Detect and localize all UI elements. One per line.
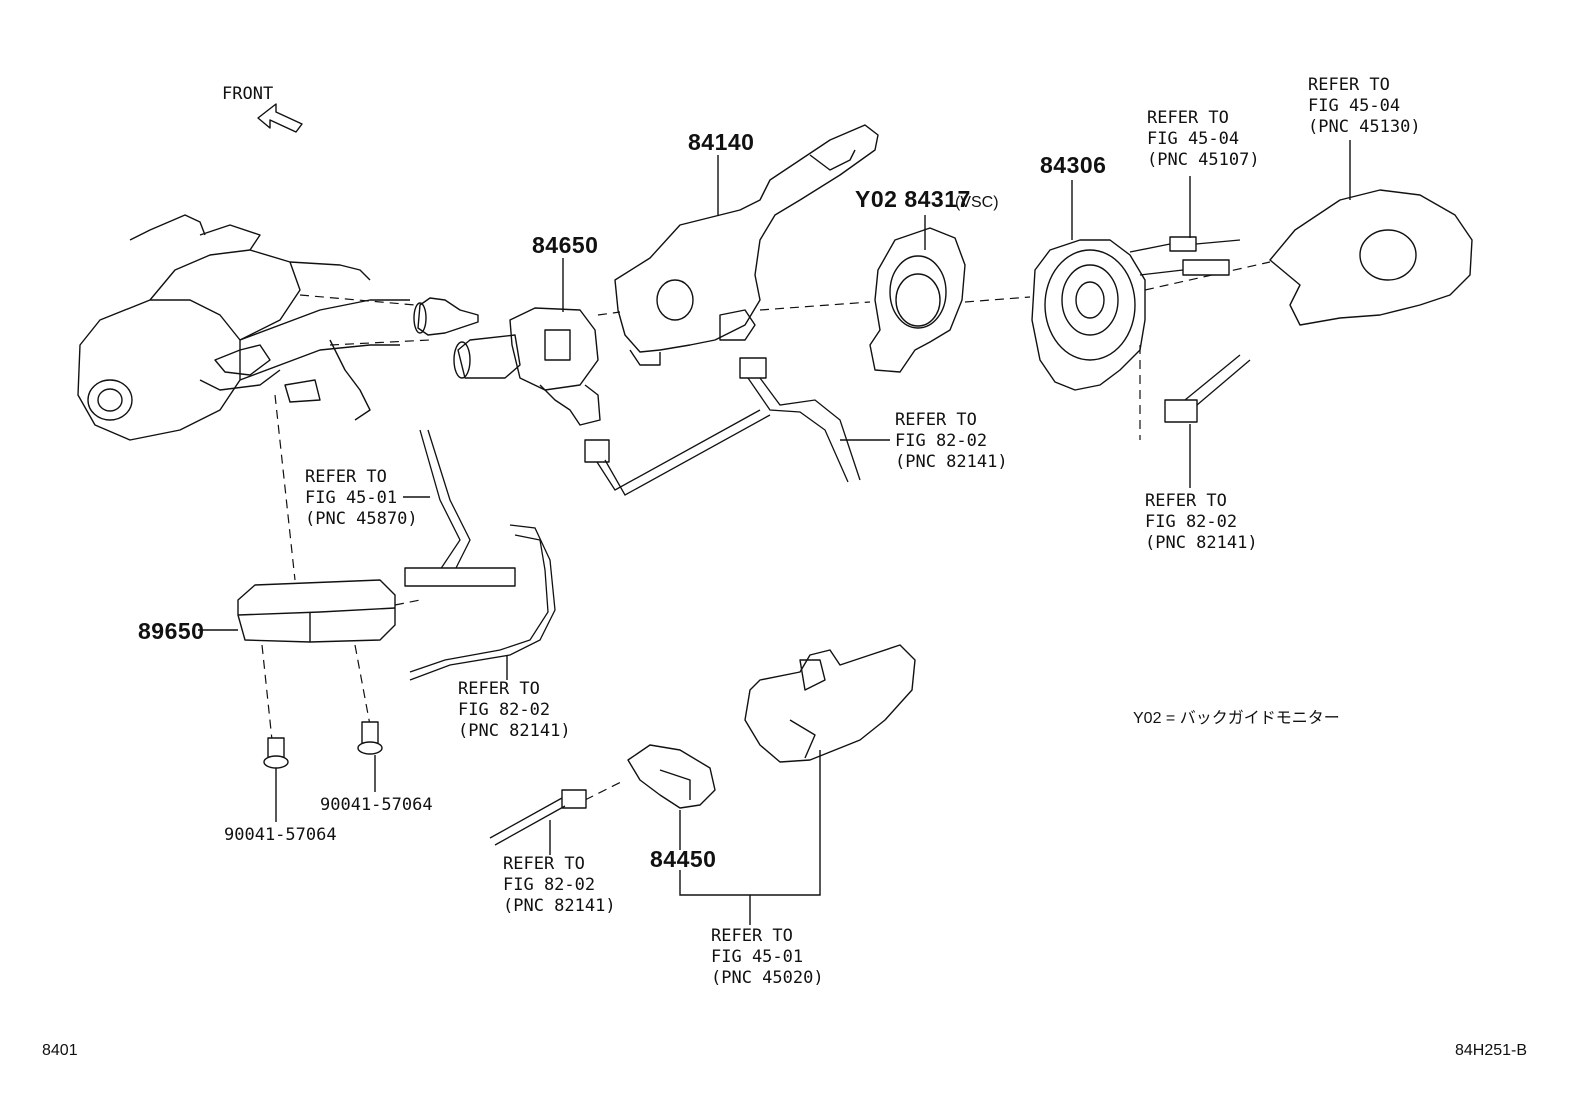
ignition-switch-illustration <box>744 644 916 763</box>
ref-line-3: (PNC 82141) <box>503 896 616 916</box>
ecu-89650-illustration <box>237 579 396 643</box>
bolt-right-illustration <box>357 721 383 755</box>
part-number-84306[interactable]: 84306 <box>1040 152 1106 178</box>
front-arrow-icon <box>257 103 303 133</box>
steering-column-illustration <box>77 214 410 441</box>
ref-line-3: (PNC 45130) <box>1308 117 1421 137</box>
reference-fig-45-04-airbag[interactable]: REFER TO FIG 45-04 (PNC 45130) <box>1308 75 1421 137</box>
ref-line-2: FIG 45-01 <box>711 947 803 967</box>
ref-line-3: (PNC 45020) <box>711 968 824 988</box>
reference-fig-82-02-mid[interactable]: REFER TO FIG 82-02 (PNC 82141) <box>458 679 571 741</box>
ref-line-1: REFER TO <box>503 854 585 874</box>
connector-45107-illustration <box>1129 236 1241 276</box>
part-number-89650[interactable]: 89650 <box>138 618 204 644</box>
key-cylinder-84450-illustration <box>627 744 716 809</box>
part-number-bolt-right[interactable]: 90041-57064 <box>320 795 433 815</box>
front-label: FRONT <box>222 84 273 104</box>
connector-82141-right-illustration <box>1164 354 1251 423</box>
part-number-84450[interactable]: 84450 <box>650 846 716 872</box>
ref-line-2: FIG 82-02 <box>1145 512 1237 532</box>
ref-line-1: REFER TO <box>895 410 977 430</box>
ref-line-1: REFER TO <box>305 467 387 487</box>
ref-line-2: FIG 45-01 <box>305 488 397 508</box>
switch-84140-illustration <box>614 124 879 366</box>
ref-line-2: FIG 45-04 <box>1308 96 1400 116</box>
leader-lines <box>198 140 1351 925</box>
reference-fig-82-02-right[interactable]: REFER TO FIG 82-02 (PNC 82141) <box>1145 491 1258 553</box>
ref-line-3: (PNC 82141) <box>458 721 571 741</box>
reference-fig-82-02-center[interactable]: REFER TO FIG 82-02 (PNC 82141) <box>895 410 1008 472</box>
reference-fig-45-01-bottom[interactable]: REFER TO FIG 45-01 (PNC 45020) <box>711 926 824 988</box>
ref-line-2: FIG 45-04 <box>1147 129 1239 149</box>
ref-line-1: REFER TO <box>1147 108 1229 128</box>
shaft-connector-illustration <box>413 297 479 336</box>
ref-line-3: (PNC 82141) <box>1145 533 1258 553</box>
sensor-84317-illustration <box>869 227 966 373</box>
ref-line-2: FIG 82-02 <box>503 875 595 895</box>
airbag-illustration <box>1269 189 1473 326</box>
part-number-84317-note: (VSC) <box>955 194 999 211</box>
legend-note: Y02 = バックガイドモニター <box>1133 709 1340 727</box>
bolt-left-illustration <box>263 737 289 769</box>
ref-line-2: FIG 82-02 <box>458 700 550 720</box>
ref-line-3: (PNC 45107) <box>1147 150 1260 170</box>
reference-fig-82-02-bottom[interactable]: REFER TO FIG 82-02 (PNC 82141) <box>503 854 616 916</box>
wire-harness-left-illustration <box>404 429 556 681</box>
reference-fig-45-04-connector[interactable]: REFER TO FIG 45-04 (PNC 45107) <box>1147 108 1260 170</box>
front-indicator: FRONT <box>222 84 303 133</box>
part-number-bolt-left[interactable]: 90041-57064 <box>224 825 337 845</box>
part-number-84317-label[interactable]: Y02 84317 <box>855 186 971 212</box>
ref-line-2: FIG 82-02 <box>895 431 987 451</box>
reference-fig-45-01-left[interactable]: REFER TO FIG 45-01 (PNC 45870) <box>305 467 418 529</box>
ref-line-3: (PNC 45870) <box>305 509 418 529</box>
page-code-left: 8401 <box>42 1042 78 1059</box>
switch-84650-illustration <box>453 307 601 426</box>
part-number-84317[interactable]: Y02 84317 (VSC) <box>855 186 999 212</box>
spiral-cable-84306-illustration <box>1031 239 1146 391</box>
ref-line-1: REFER TO <box>1145 491 1227 511</box>
page-code-right: 84H251-B <box>1455 1042 1527 1059</box>
ref-line-1: REFER TO <box>1308 75 1390 95</box>
connector-82141-bottom-illustration <box>489 789 587 846</box>
ref-line-3: (PNC 82141) <box>895 452 1008 472</box>
part-number-84140[interactable]: 84140 <box>688 129 754 155</box>
part-number-84650[interactable]: 84650 <box>532 232 598 258</box>
ref-line-1: REFER TO <box>711 926 793 946</box>
wire-harness-center-illustration <box>584 357 861 496</box>
ref-line-1: REFER TO <box>458 679 540 699</box>
